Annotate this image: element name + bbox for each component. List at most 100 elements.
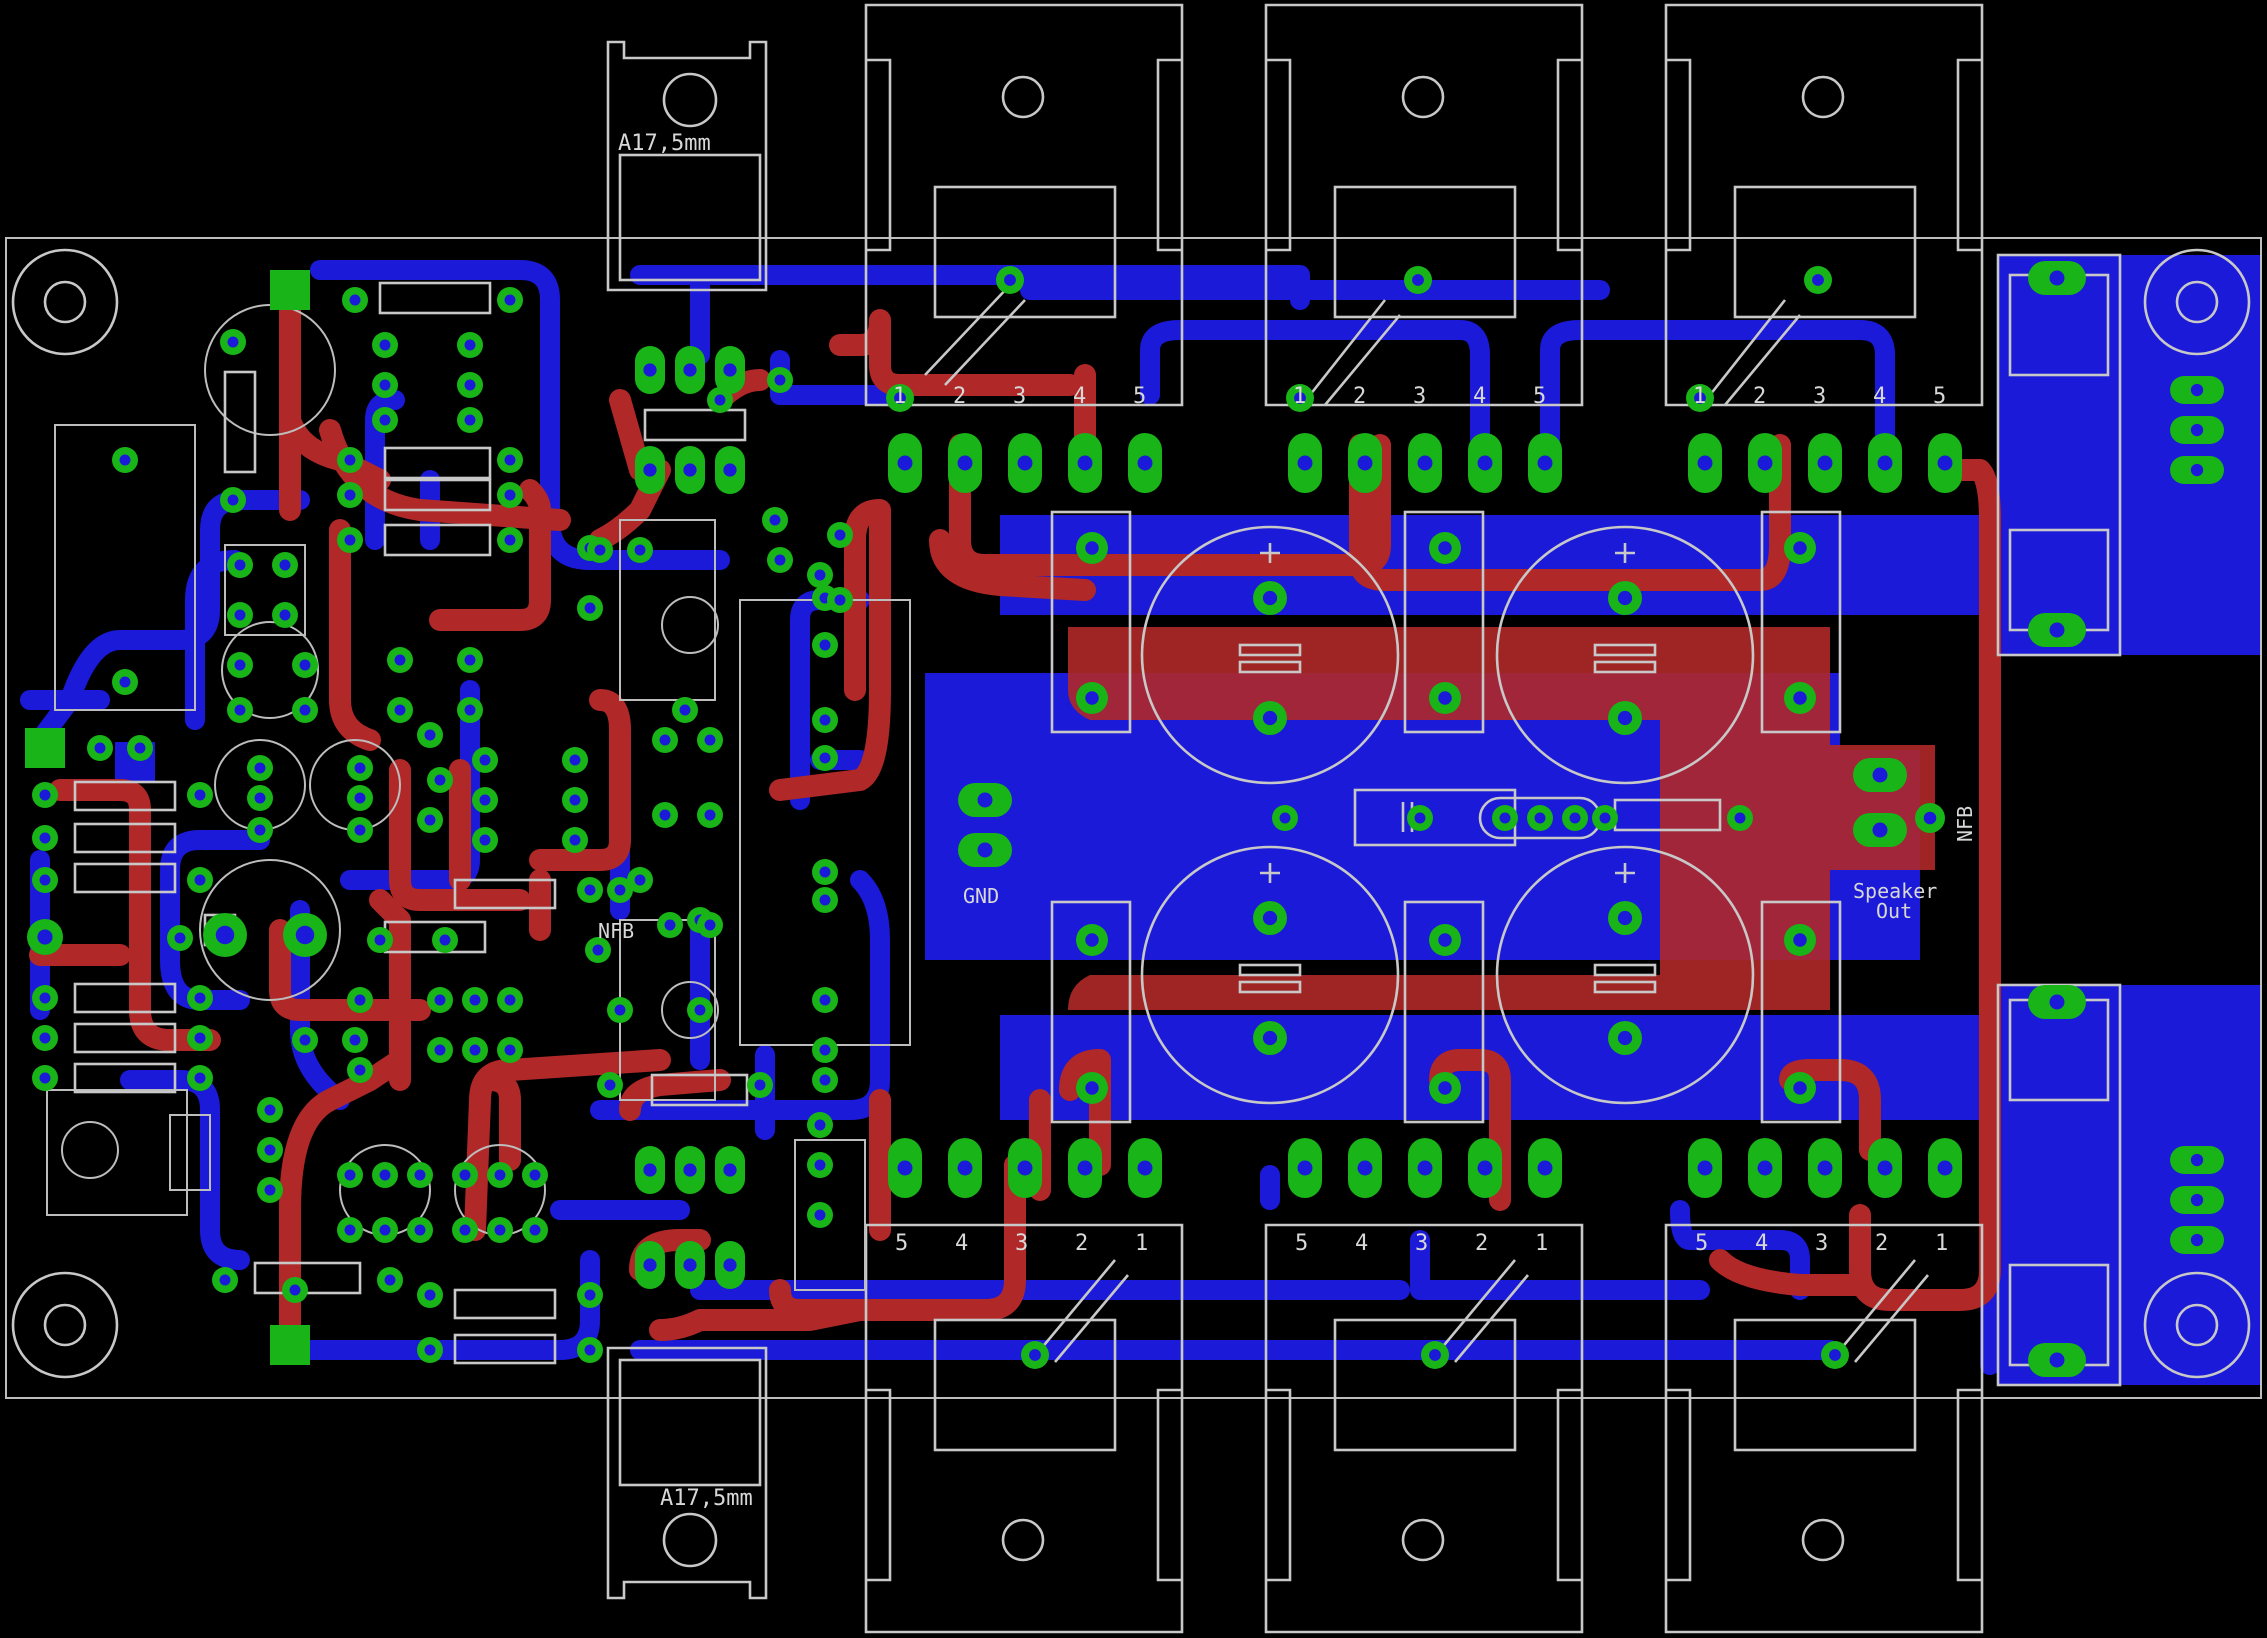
pad-drill	[174, 932, 186, 944]
pad-drill	[264, 1184, 276, 1196]
pad-drill	[119, 454, 131, 466]
pad-drill	[1877, 455, 1893, 471]
pad-drill	[464, 379, 476, 391]
pin-label-bottom: 2	[1075, 1231, 1088, 1256]
pad-drill	[1077, 1160, 1093, 1176]
pad-drill	[424, 1344, 436, 1356]
pad-drill	[295, 925, 315, 945]
pad-drill	[1872, 822, 1888, 838]
pad-drill	[2190, 1233, 2204, 1247]
pad-drill	[354, 792, 366, 804]
pad-drill	[1937, 1160, 1953, 1176]
pad-drill	[1734, 812, 1746, 824]
pad-drill	[504, 534, 516, 546]
pad-drill	[1357, 1160, 1373, 1176]
pad-drill	[1417, 1160, 1433, 1176]
pin-label-bottom: 2	[1875, 1231, 1888, 1256]
pad-drill	[464, 414, 476, 426]
pad-drill	[569, 794, 581, 806]
pin-label-top: 5	[1133, 384, 1146, 409]
pad-drill	[379, 339, 391, 351]
power-transistors-top	[864, 3, 1984, 407]
regulator-top: A17,5mm	[606, 40, 768, 292]
pad-drill	[643, 363, 657, 377]
pad-drill	[723, 363, 737, 377]
pad-drill	[659, 809, 671, 821]
pad-drill	[254, 824, 266, 836]
pad-drill	[1817, 455, 1833, 471]
pad-drill	[683, 1163, 697, 1177]
pin-label-top: 4	[1073, 384, 1086, 409]
pad-drill	[479, 794, 491, 806]
pad-drill	[39, 874, 51, 886]
pad-drill	[1877, 1160, 1893, 1176]
pad-drill	[479, 834, 491, 846]
pad-drill	[1262, 910, 1278, 926]
pad-drill	[264, 1144, 276, 1156]
pad-drill	[814, 1119, 826, 1131]
pad-drill	[683, 1258, 697, 1272]
pad-drill	[1417, 455, 1433, 471]
pad-drill	[704, 734, 716, 746]
pad-drill	[1085, 1081, 1099, 1095]
pad-drill	[344, 454, 356, 466]
pad-drill	[227, 336, 239, 348]
mounting-holes	[11, 248, 2251, 1379]
pad-drill	[194, 874, 206, 886]
pad-drill	[2049, 1352, 2065, 1368]
pad-drill	[704, 809, 716, 821]
pad-drill	[39, 1032, 51, 1044]
pad-drill	[614, 884, 626, 896]
pad-drill	[819, 894, 831, 906]
pin-label-bottom: 5	[1695, 1231, 1708, 1256]
pad-drill	[1077, 455, 1093, 471]
pad-drill	[1697, 455, 1713, 471]
pad-drill	[679, 704, 691, 716]
pad-drill	[819, 752, 831, 764]
pad-drill	[819, 639, 831, 651]
pad-drill	[219, 1274, 231, 1286]
pad-drill	[379, 379, 391, 391]
pad-drill	[2190, 1193, 2204, 1207]
top-vcc-pour	[1068, 627, 1935, 1010]
pad-drill	[1017, 1160, 1033, 1176]
pad-drill	[459, 1224, 471, 1236]
pin-label-top: 1	[1693, 384, 1706, 409]
regulator-bottom: A17,5mm	[606, 1346, 768, 1600]
pin-labels-bottom: 5 4 3 2 1 5 4 3 2 1 5 4 3 2 1	[895, 1231, 1948, 1256]
pad-drill	[1412, 274, 1424, 286]
pad-drill	[94, 742, 106, 754]
pad-drill	[1297, 1160, 1313, 1176]
pad-drill	[394, 704, 406, 716]
pad-drill	[424, 729, 436, 741]
pad-drill	[1793, 933, 1807, 947]
pad-drill	[434, 994, 446, 1006]
pad-drill	[1757, 1160, 1773, 1176]
pad-drill	[604, 1079, 616, 1091]
top-copper-layer	[29, 279, 2001, 1351]
pad-drill	[354, 1064, 366, 1076]
pad-drill	[834, 529, 846, 541]
pad-drill	[39, 832, 51, 844]
pin-label-bottom: 3	[1415, 1231, 1428, 1256]
pad-drill	[349, 1034, 361, 1046]
pad-drill	[119, 676, 131, 688]
pad-drill	[1793, 691, 1807, 705]
pad-drill	[424, 1289, 436, 1301]
pad-drill	[354, 762, 366, 774]
pin-label-bottom: 1	[1535, 1231, 1548, 1256]
pad-drill	[584, 884, 596, 896]
pads-layer	[25, 261, 2224, 1377]
pad-drill	[1812, 274, 1824, 286]
pad-drill	[723, 1163, 737, 1177]
pad-drill	[1262, 590, 1278, 606]
board-outline	[5, 237, 2262, 1399]
pad-drill	[683, 463, 697, 477]
pin-label-top: 3	[1813, 384, 1826, 409]
pad-drill	[754, 1079, 766, 1091]
pad-drill	[977, 842, 993, 858]
pad-drill	[1694, 392, 1706, 404]
pad-drill	[584, 1289, 596, 1301]
pad-drill	[819, 714, 831, 726]
